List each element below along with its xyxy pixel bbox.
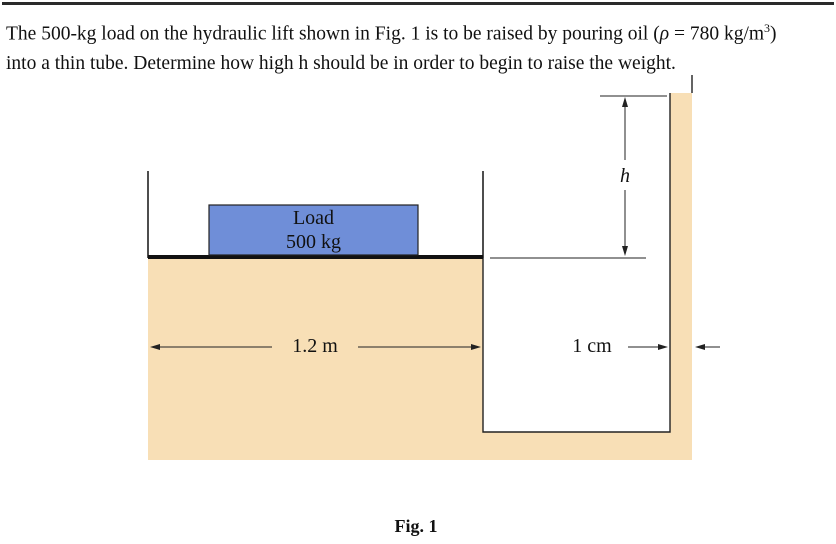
oil-thin-tube [670,93,692,460]
width-arrow-right [471,344,481,350]
problem-line-1: The 500-kg load on the hydraulic lift sh… [6,14,832,49]
load-block [208,204,419,256]
rho-symbol: ρ [659,23,670,45]
figure-caption: Fig. 1 [0,516,836,537]
problem-text-a: The 500-kg load on the hydraulic lift sh… [6,23,660,45]
problem-text-b: = 780 kg/m [669,23,765,45]
width-label: 1.2 m [292,335,338,357]
width-arrow-left [150,344,160,350]
tube-arrow-right-head [695,344,705,350]
height-label: h [620,165,630,187]
tube-arrow-left-head [658,344,668,350]
problem-line-2: into a thin tube. Determine how high h s… [6,52,676,74]
figure-caption-text: Fig. 1 [394,516,438,536]
channel-inner-wall [482,93,671,433]
load-label-line2: 500 kg [286,231,341,253]
load-label-line1: Load [293,207,334,229]
problem-text-c: ) [770,23,777,45]
top-rule [2,2,834,5]
height-arrow-top [622,97,628,107]
oil-large-tank [148,258,483,460]
tube-diameter-label: 1 cm [572,335,612,357]
problem-statement: The 500-kg load on the hydraulic lift sh… [6,14,832,78]
oil-bottom-channel [483,432,692,460]
height-arrow-bottom [622,246,628,256]
unit-exponent: 3 [764,21,771,35]
